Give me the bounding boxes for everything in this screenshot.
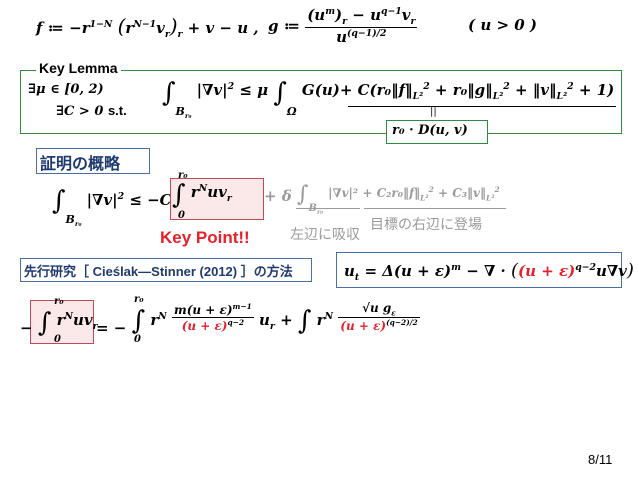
integral-sign: ∫: [172, 180, 186, 210]
exists-mu: ∃μ ∈ [0, 2): [28, 82, 104, 97]
integral-sign: ∫: [297, 306, 312, 336]
g-numerator: (um)r − uq−1vr: [305, 6, 418, 28]
key-lemma-box: [20, 70, 622, 134]
d-uv-note: r₀ · D(u, v): [392, 123, 468, 138]
integral-sign: ∫: [52, 186, 66, 216]
bottom-key-box: [30, 300, 94, 344]
integral-sign: ∫: [131, 306, 146, 336]
section-title: 証明の概略: [40, 156, 121, 173]
section-title-box: [36, 148, 150, 174]
lemma-underline: [348, 106, 616, 107]
integral-sign: ∫: [162, 78, 176, 108]
key-point-box: [170, 178, 264, 220]
pde-equation: ut = Δ(u + ε)m − ∇ · ((u + ε)q−2u∇v): [344, 260, 634, 283]
key-point-integral: r₀ ∫ 0 rNuvr: [172, 170, 232, 221]
proof-inequality: ∫Br₀ |∇v|2 ≤ −C1: [52, 186, 178, 229]
key-lemma-inequality: ∫Br₀ |∇v|2 ≤ μ ∫Ω G(u)+ C(r₀‖f‖L²2 + r₀‖…: [162, 78, 615, 121]
bottom-rhs: = − r₀ ∫ 0 rN m(u + ε)m−1 (u + ε)q−2 ur …: [96, 294, 420, 345]
prior-work-box: [20, 258, 312, 282]
prior-work-label: 先行研究［ Cieślak—Stinner (2012) ］の方法: [24, 264, 293, 279]
d-uv-box: [386, 120, 488, 144]
positivity-condition: ( u > 0 ): [468, 16, 537, 34]
equation-box: [336, 252, 622, 288]
bottom-lhs: − r₀ ∫ 0 rNuvr: [20, 296, 98, 345]
g-definition: g ≔ (um)r − uq−1vr u(q−1)/2: [268, 6, 418, 46]
absorb-underline: [296, 208, 360, 209]
target-underline: [364, 208, 506, 209]
page-number: 8/11: [588, 452, 613, 467]
integral-sign: ∫: [37, 308, 52, 338]
absorb-note: 左辺に吸収: [290, 226, 360, 242]
g-denominator: u(q−1)/2: [336, 28, 387, 46]
integral-sign: ∫: [273, 78, 287, 108]
key-point-label: Key Point!!: [160, 228, 250, 247]
integral-sign: ∫: [297, 182, 309, 207]
f-definition: f ≔ −r1−N (rN−1vr)r + v − u ,: [36, 14, 259, 40]
parallel-mark: ||: [430, 106, 437, 117]
key-lemma-label: Key Lemma: [36, 60, 121, 76]
target-note: 目標の右辺に登場: [370, 216, 482, 232]
exists-c: ∃C > 0 s.t.: [56, 103, 127, 119]
delta-term: + δ ∫Br₀ |∇v|² + C₂r₀‖f‖L²2 + C₃‖v‖L²2: [264, 182, 500, 216]
